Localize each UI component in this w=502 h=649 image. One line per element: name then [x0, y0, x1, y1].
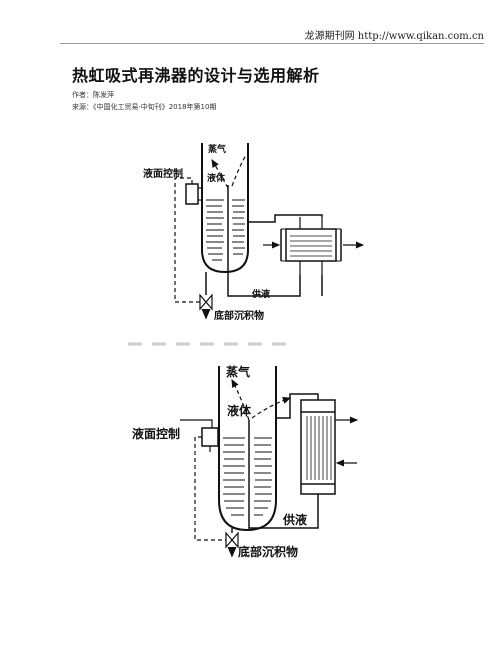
fig2-level-control-label: 液面控制: [132, 426, 180, 441]
fig2-valve: [225, 531, 239, 549]
fig2-liquid-lines: [223, 437, 272, 516]
article-title: 热虹吸式再沸器的设计与选用解析: [72, 66, 320, 85]
figure-2-reboiler-diagram: [180, 366, 359, 558]
source-line: 来源：《中国化工贸易·中旬刊》2018年第10期: [72, 103, 217, 111]
fig1-column-vessel: [201, 143, 249, 274]
fig2-bottoms-label: 底部沉积物: [238, 544, 298, 559]
fig1-valve: [199, 293, 213, 311]
fig2-liquid-label: 液体: [227, 403, 252, 418]
fig1-feed-label: 供液: [251, 288, 271, 300]
fig1-level-control-box: [185, 183, 199, 205]
figure-1-labels: 蒸气 液面控制 液体 供液 底部沉积物: [143, 143, 271, 322]
fig1-bottoms-label: 底部沉积物: [214, 309, 264, 322]
fig2-feed-label: 供液: [282, 512, 307, 527]
fig1-vapor-label: 蒸气: [208, 143, 226, 155]
fig1-heat-exchanger: [280, 228, 342, 262]
fig1-liquid-label: 液体: [207, 172, 226, 184]
site-header: 龙源期刊网 http://www.qikan.com.cn: [304, 31, 484, 42]
fig1-level-control-label: 液面控制: [143, 167, 183, 180]
header-divider: [60, 43, 484, 44]
figure-2-labels: 蒸气 液面控制 液体 供液 底部沉积物: [132, 364, 307, 559]
fig1-liquid-lines: [206, 199, 245, 261]
figure-1-reboiler-diagram: [174, 143, 365, 320]
author-line: 作者：陈发萍: [72, 91, 114, 99]
fig2-heat-exchanger: [300, 399, 336, 495]
fig2-column-vessel: [218, 366, 277, 532]
fig2-level-control-box: [201, 427, 219, 447]
fig2-vapor-label: 蒸气: [226, 364, 250, 379]
